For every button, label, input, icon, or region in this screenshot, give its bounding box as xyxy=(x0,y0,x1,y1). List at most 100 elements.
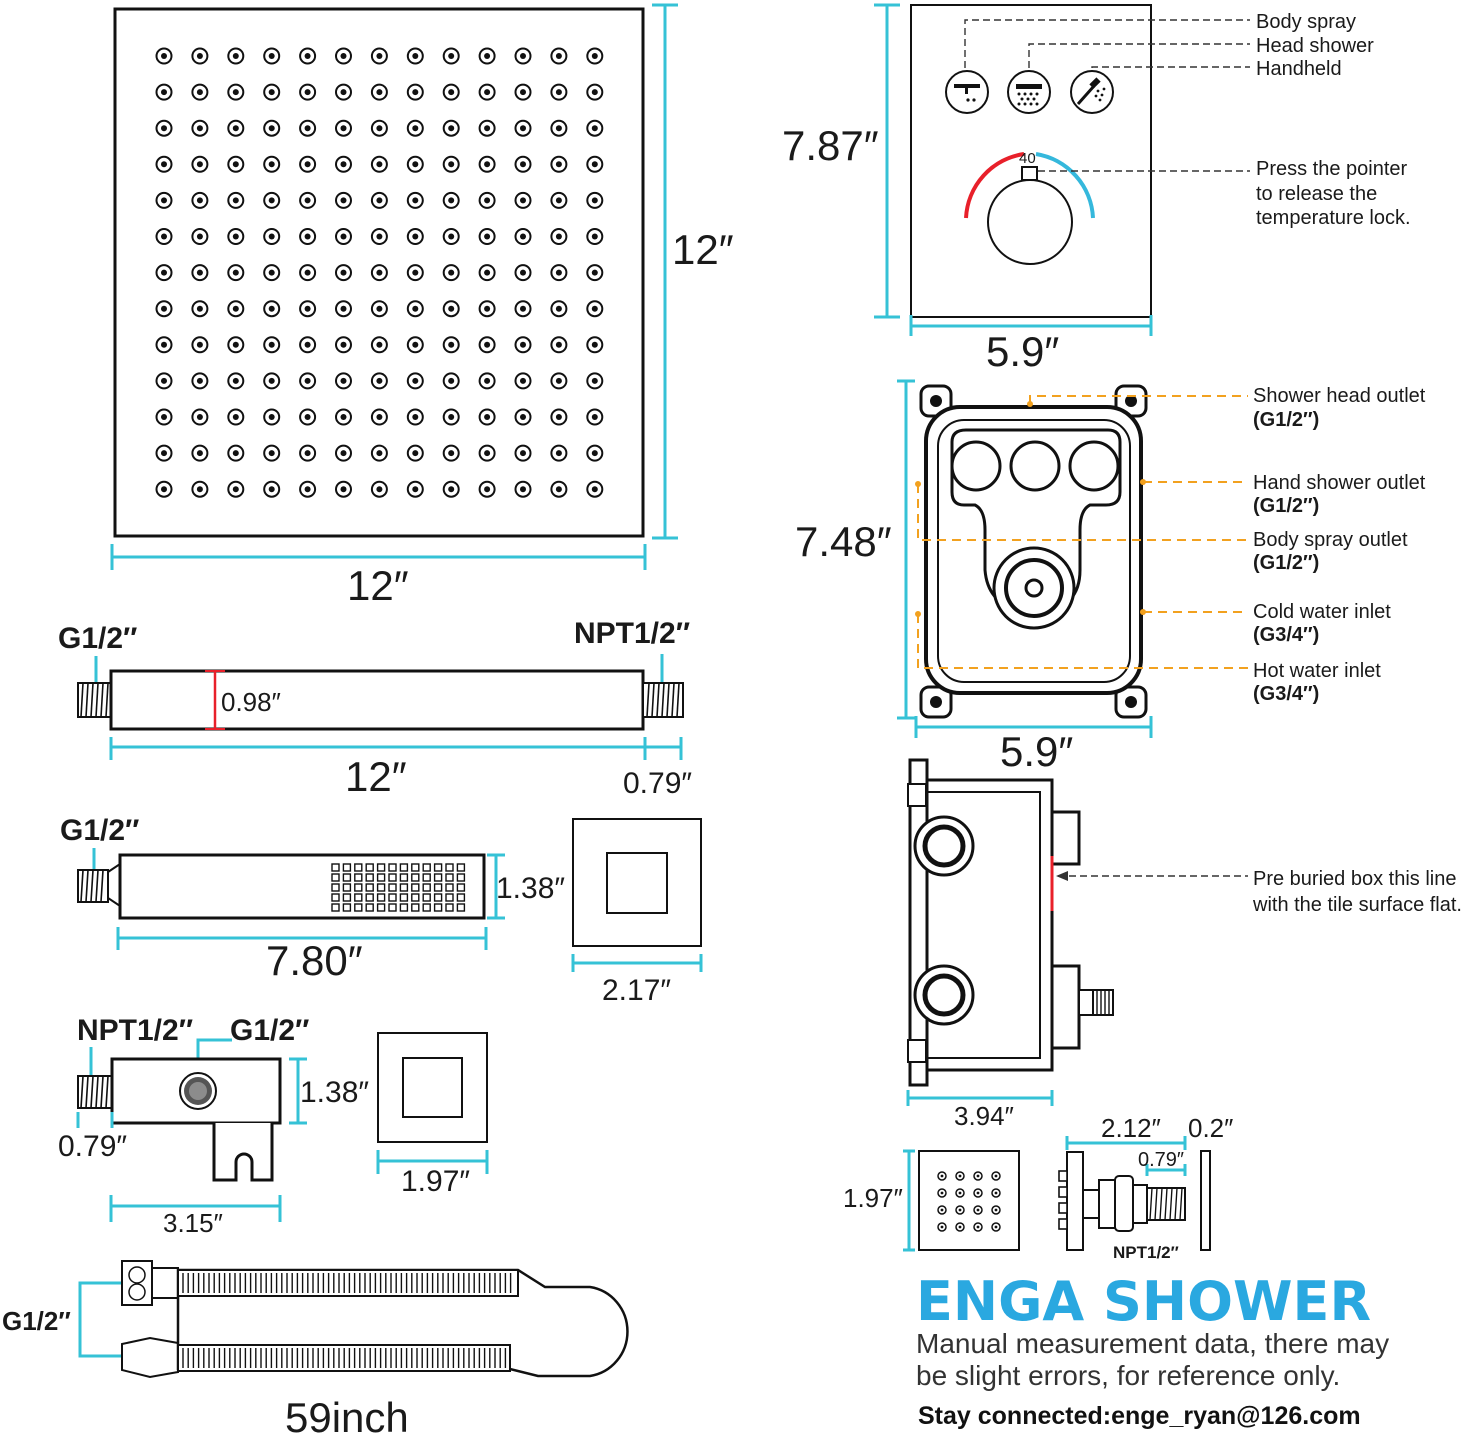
hand-shower: G1/2″ 1.38″ 7.80″ 2.17″ xyxy=(60,814,703,1007)
outlet-1-thread: (G1/2″) xyxy=(1253,409,1319,431)
hand-nozzle xyxy=(342,893,352,902)
hand-nozzle xyxy=(399,863,409,872)
elbow-length-label: 3.15″ xyxy=(163,1208,223,1238)
wall-elbow: NPT1/2″ G1/2″ 1.38″ 0.79″ 3.15″ 1.97″ xyxy=(58,1014,489,1238)
hand-nozzle xyxy=(456,893,466,902)
head-width-label: 12″ xyxy=(347,562,409,609)
hose-length-label: 59inch xyxy=(285,1394,409,1436)
elbow-holder xyxy=(212,1123,274,1182)
hand-nozzle xyxy=(445,893,454,902)
hand-nozzle xyxy=(433,893,443,902)
handheld-label: Handheld xyxy=(1256,58,1342,80)
hand-nozzle xyxy=(365,873,374,882)
temperature-value: 40 xyxy=(1019,150,1036,167)
hand-plate-size-label: 2.17″ xyxy=(602,974,671,1007)
elbow-thread-length-label: 0.79″ xyxy=(58,1130,127,1163)
hand-shower-thread-label: G1/2″ xyxy=(60,814,139,847)
hand-nozzle xyxy=(388,893,397,902)
outlet-port-2 xyxy=(1009,440,1061,492)
hand-nozzle xyxy=(422,883,431,892)
panel-height-label: 7.87″ xyxy=(782,122,879,169)
hand-nozzle xyxy=(365,863,374,872)
hand-nozzle xyxy=(388,903,397,912)
hand-nozzle xyxy=(376,893,386,902)
pointer-note-line-1: Press the pointer xyxy=(1256,158,1408,180)
handheld-button[interactable] xyxy=(1070,70,1114,114)
footer: ENGA SHOWER Manual measurement data, the… xyxy=(916,1270,1389,1430)
arm-diameter-label: 0.98″ xyxy=(221,687,281,717)
elbow-left-thread-label: NPT1/2″ xyxy=(77,1014,193,1047)
valve-box-front: 7.48″ 5.9″ xyxy=(795,379,1426,775)
hand-nozzle xyxy=(411,883,420,892)
hand-nozzle xyxy=(411,863,420,872)
hand-shower-length-label: 7.80″ xyxy=(266,937,363,984)
pointer-note-line-3: temperature lock. xyxy=(1256,207,1411,229)
spray-length-label: 2.12″ xyxy=(1101,1113,1161,1143)
hand-nozzle xyxy=(331,883,340,892)
spray-thread-label: NPT1/2″ xyxy=(1113,1243,1179,1262)
hose-outline xyxy=(176,1268,629,1378)
outlet-5-name: Hot water inlet xyxy=(1253,660,1381,682)
outlet-2-name: Hand shower outlet xyxy=(1253,472,1426,494)
hand-nozzle xyxy=(354,873,363,882)
handheld-icon xyxy=(1076,77,1106,105)
valve-depth-label: 3.94″ xyxy=(954,1101,1014,1131)
hand-nozzle xyxy=(376,903,386,912)
hand-nozzle xyxy=(354,893,363,902)
hand-nozzle xyxy=(411,903,420,912)
hand-nozzle xyxy=(422,863,431,872)
outlet-4-thread: (G3/4″) xyxy=(1253,624,1319,646)
tile-note-line-1: Pre buried box this line xyxy=(1253,868,1456,890)
hand-nozzle xyxy=(399,873,409,882)
spray-plate-thickness-label: 0.2″ xyxy=(1188,1113,1233,1143)
hand-nozzle xyxy=(331,873,340,882)
hand-nozzle xyxy=(445,863,454,872)
temperature-pointer[interactable] xyxy=(1021,166,1038,181)
body-spray-label: Body spray xyxy=(1256,11,1356,33)
hose-ribs xyxy=(182,1273,512,1368)
hand-nozzle xyxy=(456,903,466,912)
outlet-5-thread: (G3/4″) xyxy=(1253,683,1319,705)
hand-nozzle xyxy=(331,903,340,912)
outlet-port-3 xyxy=(1068,440,1120,492)
spray-plate-side xyxy=(1200,1150,1211,1251)
disclaimer-line-2: be slight errors, for reference only. xyxy=(916,1360,1340,1391)
outlet-port-1 xyxy=(950,440,1002,492)
hand-nozzle xyxy=(433,873,443,882)
hand-nozzle xyxy=(399,903,409,912)
hand-nozzle xyxy=(422,903,431,912)
arm-left-thread-label: G1/2″ xyxy=(58,622,137,655)
shower-head-plate xyxy=(113,7,645,538)
hand-nozzle xyxy=(422,873,431,882)
hand-nozzle xyxy=(433,883,443,892)
hand-nozzle xyxy=(433,903,443,912)
hand-nozzle xyxy=(342,903,352,912)
hand-nozzle xyxy=(456,883,466,892)
temperature-knob[interactable] xyxy=(987,179,1073,265)
brand-name: ENGA SHOWER xyxy=(916,1270,1371,1333)
hand-nozzle xyxy=(456,863,466,872)
hand-nozzle xyxy=(342,863,352,872)
valve-width-label: 5.9″ xyxy=(1000,728,1073,775)
hand-nozzle xyxy=(331,893,340,902)
outlet-4-name: Cold water inlet xyxy=(1253,601,1391,623)
hand-nozzle xyxy=(445,883,454,892)
hand-nozzle xyxy=(445,873,454,882)
pointer-note-line-2: to release the xyxy=(1256,183,1377,205)
hand-nozzle xyxy=(411,873,420,882)
hand-nozzle xyxy=(422,893,431,902)
head-shower-label: Head shower xyxy=(1256,35,1374,57)
hand-nozzle xyxy=(342,883,352,892)
shower-hose: G1/2″ 59inch xyxy=(2,1260,629,1436)
panel-plate xyxy=(910,4,1152,318)
hand-nozzle xyxy=(365,903,374,912)
head-shower-button[interactable] xyxy=(1007,70,1051,114)
hand-nozzle xyxy=(331,863,340,872)
control-panel: 7.87″ 5.9″ Body spray Head shower xyxy=(782,3,1411,375)
hand-nozzle xyxy=(445,903,454,912)
outlet-3-thread: (G1/2″) xyxy=(1253,552,1319,574)
hand-nozzle xyxy=(354,903,363,912)
hand-nozzle xyxy=(388,883,397,892)
arm-length-label: 12″ xyxy=(345,753,407,800)
